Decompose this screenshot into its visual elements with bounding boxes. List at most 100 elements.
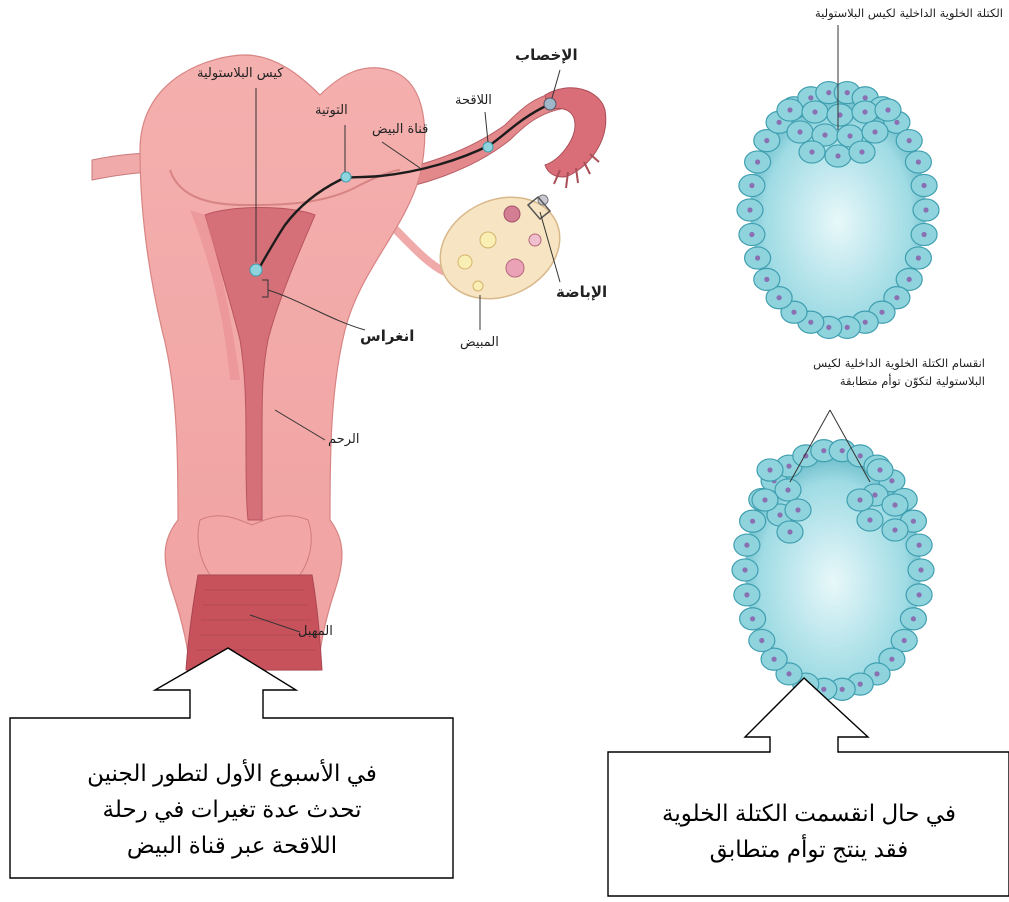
cervix <box>198 516 311 575</box>
cell-nucleus <box>764 277 769 282</box>
cell-nucleus <box>826 325 831 330</box>
cell-nucleus <box>750 519 755 524</box>
cell-nucleus <box>885 107 890 112</box>
cell-nucleus <box>840 687 845 692</box>
cell-nucleus <box>826 90 831 95</box>
cell-nucleus <box>902 638 907 643</box>
cell-nucleus <box>795 507 800 512</box>
cell-nucleus <box>894 120 899 125</box>
cell-nucleus <box>863 320 868 325</box>
label-ovulation: الإباضة <box>556 283 607 301</box>
cell-nucleus <box>742 567 747 572</box>
cell-nucleus <box>907 277 912 282</box>
cell-nucleus <box>889 657 894 662</box>
cell-nucleus <box>821 687 826 692</box>
label-morula: التوتية <box>315 103 348 118</box>
cell-nucleus <box>767 467 772 472</box>
cell-nucleus <box>787 529 792 534</box>
callout-left-line-2: تحدث عدة تغيرات في رحلة <box>12 791 452 827</box>
cell-nucleus <box>762 497 767 502</box>
fertilization-marker <box>544 98 556 110</box>
cell-nucleus <box>808 95 813 100</box>
label-inner-mass-split-2: البلاستولية لتكوّن توأم متطابقة <box>735 373 985 390</box>
cell-nucleus <box>889 478 894 483</box>
cell-nucleus <box>787 107 792 112</box>
twin-blastocyst-illustration <box>732 410 934 700</box>
cell-nucleus <box>922 232 927 237</box>
callout-right-line-1: في حال انقسمت الكتلة الخلوية <box>610 795 1008 831</box>
cell-nucleus <box>923 207 928 212</box>
cell-nucleus <box>777 120 782 125</box>
cell-nucleus <box>916 159 921 164</box>
cell-nucleus <box>812 109 817 114</box>
callout-right-line-2: فقد ينتج توأم متطابق <box>610 831 1008 867</box>
morula-marker <box>341 172 351 182</box>
cell-nucleus <box>862 109 867 114</box>
cell-nucleus <box>874 671 879 676</box>
follicle <box>504 206 520 222</box>
cell-nucleus <box>894 295 899 300</box>
cell-nucleus <box>918 567 923 572</box>
cell-nucleus <box>744 543 749 548</box>
label-uterus: الرحم <box>328 432 359 447</box>
cell-nucleus <box>749 183 754 188</box>
blastocyst-illustration <box>737 25 939 338</box>
follicle <box>506 259 524 277</box>
cell-nucleus <box>879 310 884 315</box>
cell-nucleus <box>750 616 755 621</box>
cell-nucleus <box>749 232 754 237</box>
cell-nucleus <box>911 616 916 621</box>
cell-nucleus <box>764 138 769 143</box>
label-inner-cell-mass: الكتلة الخلوية الداخلية لكيس البلاستولية <box>735 5 1003 22</box>
cell-nucleus <box>857 497 862 502</box>
cell-nucleus <box>847 133 852 138</box>
cell-nucleus <box>744 592 749 597</box>
cell-nucleus <box>872 492 877 497</box>
cell-nucleus <box>777 295 782 300</box>
cell-nucleus <box>892 502 897 507</box>
cell-nucleus <box>858 682 863 687</box>
cell-nucleus <box>911 519 916 524</box>
label-inner-mass-split-1: انقسام الكتلة الخلوية الداخلية لكيس <box>735 355 985 372</box>
cell-nucleus <box>809 149 814 154</box>
cell-nucleus <box>791 310 796 315</box>
cell-nucleus <box>755 159 760 164</box>
cell-nucleus <box>858 453 863 458</box>
label-oviduct: قناة البيض <box>372 122 428 137</box>
ovary <box>424 178 577 317</box>
label-zygote: اللاقحة <box>455 93 492 108</box>
cell-nucleus <box>777 512 782 517</box>
cell-nucleus <box>877 467 882 472</box>
cell-nucleus <box>922 183 927 188</box>
callout-left-line-3: اللاقحة عبر قناة البيض <box>12 827 452 863</box>
cell-nucleus <box>786 671 791 676</box>
label-implantation: انغراس <box>360 327 414 345</box>
cell-nucleus <box>772 657 777 662</box>
follicle <box>480 232 496 248</box>
cell-nucleus <box>747 207 752 212</box>
cell-nucleus <box>867 517 872 522</box>
callout-left-line-1: في الأسبوع الأول لتطور الجنين <box>12 755 452 791</box>
label-fertilization: الإخصاب <box>515 46 578 64</box>
label-blastocyst: كيس البلاستولية <box>197 66 283 81</box>
cell-nucleus <box>863 95 868 100</box>
cell-nucleus <box>808 320 813 325</box>
follicle <box>529 234 541 246</box>
cell-nucleus <box>786 464 791 469</box>
cell-nucleus <box>821 448 826 453</box>
follicle <box>473 281 483 291</box>
vagina <box>186 575 322 670</box>
cell-nucleus <box>845 325 850 330</box>
cell-nucleus <box>835 153 840 158</box>
cell-nucleus <box>797 129 802 134</box>
cell-nucleus <box>872 129 877 134</box>
follicle <box>458 255 472 269</box>
cell-nucleus <box>755 255 760 260</box>
cell-nucleus <box>822 132 827 137</box>
cell-nucleus <box>907 138 912 143</box>
cell-nucleus <box>759 638 764 643</box>
uterus-illustration <box>92 55 606 670</box>
cell-nucleus <box>916 255 921 260</box>
cell-nucleus <box>785 487 790 492</box>
blastocyst-marker <box>250 264 262 276</box>
